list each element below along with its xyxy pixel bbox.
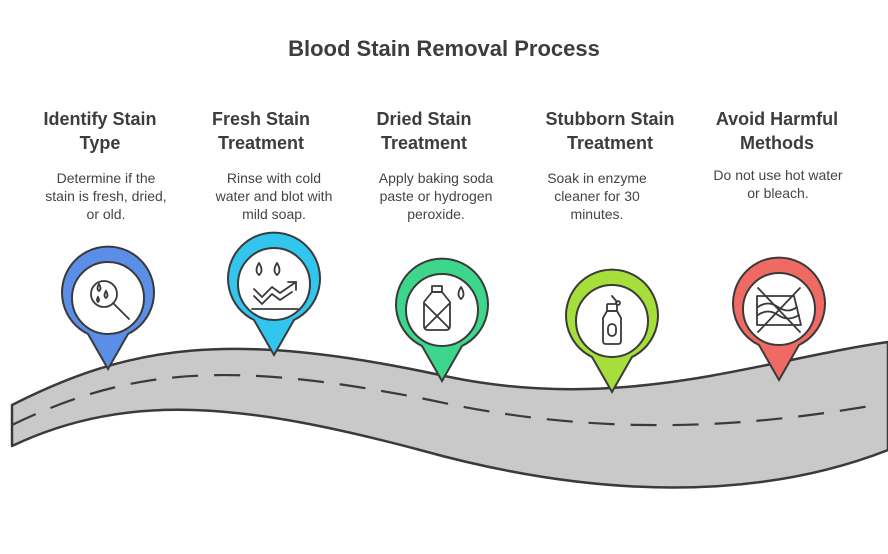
step-4-heading-line1: Stubborn Stain [545,109,675,129]
step-5-description: Do not use hot water or bleach. [703,166,853,202]
step-1-desc-line2: stain is fresh, dried, [45,188,167,204]
step-2-heading: Fresh Stain Treatment [186,107,336,155]
step-2-desc-line3: mild soap. [242,206,306,222]
magnifier-droplets-icon [90,280,130,320]
step-5-heading: Avoid Harmful Methods [702,107,852,155]
page-title: Blood Stain Removal Process [288,36,600,61]
step-1-desc-line1: Determine if the [56,170,156,186]
step-3-desc-line2: paste or hydrogen [379,188,493,204]
step-3-heading: Dried Stain Treatment [349,107,499,155]
step-2-heading-line1: Fresh Stain [211,109,311,129]
step-3-heading-line2: Treatment [380,133,468,153]
bottle-crossed-icon [423,285,465,331]
step-4-desc-line1: Soak in enzyme [547,170,647,186]
step-5-desc-line1: Do not use hot water [713,167,843,183]
step-1-heading: Identify Stain Type [25,107,175,155]
step-2-heading-line2: Treatment [217,133,305,153]
step-4-pin [565,268,659,395]
step-4-description: Soak in enzyme cleaner for 30 minutes. [522,169,672,223]
step-3-desc-line1: Apply baking soda [378,170,494,186]
step-2-desc-line2: water and blot with [215,188,333,204]
step-1-heading-line2: Type [79,133,121,153]
step-1-desc-line3: or old. [86,206,126,222]
water-rinse-icon [251,262,299,310]
no-iron-icon [756,287,802,333]
step-5-pin [732,256,826,383]
step-2-pin [227,231,321,358]
step-2-desc-line1: Rinse with cold [226,170,322,186]
step-2-description: Rinse with cold water and blot with mild… [199,169,349,223]
step-4-heading-line2: Treatment [566,133,654,153]
step-1-pin [61,245,155,372]
step-5-heading-line1: Avoid Harmful [715,109,839,129]
step-3-heading-line1: Dried Stain [376,109,472,129]
step-4-heading: Stubborn Stain Treatment [535,107,685,155]
step-3-pin [395,257,489,384]
step-4-desc-line2: cleaner for 30 [554,188,640,204]
step-5-heading-line2: Methods [740,133,814,153]
step-3-description: Apply baking soda paste or hydrogen pero… [361,169,511,223]
step-3-desc-line3: peroxide. [407,206,465,222]
step-1-description: Determine if the stain is fresh, dried, … [31,169,181,223]
step-1-heading-line1: Identify Stain [43,109,157,129]
cleaner-bottle-icon [602,295,622,345]
step-4-desc-line3: minutes. [570,206,624,222]
road-center-line [11,373,877,427]
step-5-desc-line2: or bleach. [747,185,809,201]
